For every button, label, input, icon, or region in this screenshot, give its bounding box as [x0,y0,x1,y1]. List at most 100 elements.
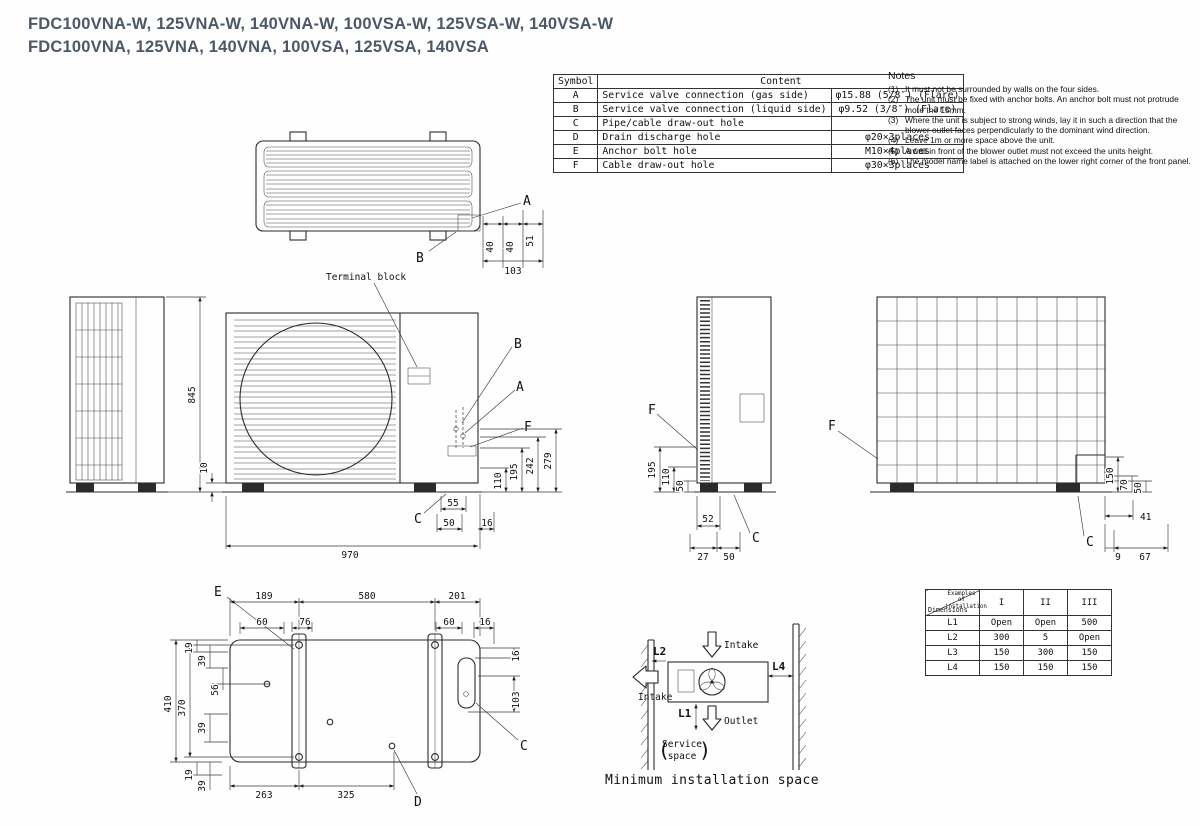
dim-value: 150 [1023,660,1068,676]
l4-label: L4 [772,660,786,673]
symbol-table: Symbol Content A Service valve connectio… [552,74,965,173]
drain-hole [388,742,396,750]
dim-label: 19 [184,769,195,781]
col-header: I [979,589,1024,616]
symbol-cell: D [552,130,599,145]
note-text: The model name label is attached on the … [905,155,1191,166]
service-space-paren-open: ( [658,738,670,762]
row-label: L3 [925,645,980,661]
model-title-line2: FDC100VNA, 125VNA, 140VNA, 100VSA, 125VS… [28,38,490,56]
dim-label: 60 [443,617,455,628]
dim-label: 150 [1105,467,1116,484]
dim-label: 70 [1119,479,1130,491]
anchor-bolt-hole [431,641,439,649]
back-view: F 150 70 50 41 9 67 C [827,296,1169,564]
drain-hole [326,718,334,726]
value-cell: M10×4places [830,144,965,159]
dim-label: 110 [661,468,672,485]
symbol-row-a: A Service valve connection (gas side) φ1… [552,88,965,103]
model-title: FDC100VNA-W, 125VNA-W, 140VNA-W, 100VSA-… [28,13,613,59]
symbol-row-e: E Anchor bolt hole M10×4places [552,144,965,159]
dim-table-row-l3: L3 150 300 150 [925,645,1112,661]
draw-out-slot [457,657,476,709]
bottom-view: E C D 189 580 201 60 76 60 16 [162,584,529,811]
symbol-cell: F [552,158,599,173]
dim-table-row-l2: L2 300 5 Open [925,630,1112,646]
note-text: It must not be surrounded by walls on th… [905,84,1100,94]
note-item: (4) Leave 1m or more space above the uni… [888,135,1197,145]
note-item: (1) It must not be surrounded by walls o… [888,84,1197,94]
col-header: II [1023,589,1068,616]
content-cell: Pipe/cable draw-out hole [597,116,832,131]
dim-label: 39 [197,780,208,792]
service-space-label: space [668,751,697,762]
note-number: (6) [888,155,899,166]
dim-label: 40 [505,241,516,253]
dim-label: 52 [702,514,713,525]
dim-label: 263 [255,790,272,801]
dim-label: 50 [675,480,686,492]
dim-label: 9 [1115,552,1121,563]
dim-table-corner-cell: Examples of installation Dimensions [925,589,987,616]
terminal-block-label: Terminal block [326,272,406,283]
anchor-bolt-hole [431,753,439,761]
note-number: (5) [888,145,899,156]
note-number: (1) [888,84,899,94]
dim-label: 60 [256,617,268,628]
dim-label: 55 [447,498,458,509]
dim-label: 39 [197,655,208,667]
callout-b: B [416,251,424,266]
dim-label: 580 [358,591,375,602]
symbol-row-b: B Service valve connection (liquid side)… [552,102,965,117]
note-text: Where the unit is subject to strong wind… [905,114,1178,135]
dim-table-row-l1: L1 Open Open 500 [925,615,1112,631]
dim-label: 970 [341,550,358,561]
anchor-bolt-hole [295,641,303,649]
dim-label: 370 [177,699,188,716]
dim-value: Open [1067,630,1112,646]
dim-table-header-row: Examples of installation Dimensions I II… [925,589,1112,616]
dim-value: 300 [1023,645,1068,661]
callout-a: A [516,380,524,395]
dim-label: 16 [481,518,493,529]
content-cell: Drain discharge hole [597,130,832,145]
intake-arrow-side [632,665,659,689]
installation-dim-table: Examples of installation Dimensions I II… [925,589,1112,676]
callout-e: E [214,585,222,600]
dim-value: 150 [979,660,1024,676]
right-side-view: F 195 110 50 52 27 50 C [646,296,776,564]
content-cell: Service valve connection (gas side) [597,88,832,103]
l2-label: L2 [653,645,666,658]
note-item: (6) The model name label is attached on … [888,156,1197,166]
callout-d: D [414,795,422,810]
corner-top-label: Examples of installation [945,591,987,610]
fan-grille-circle [239,322,393,476]
dim-label: 50 [1133,482,1144,494]
dim-label: 103 [511,691,522,708]
callout-f: F [648,403,656,418]
dim-label: 39 [197,722,208,734]
callout-a: A [523,194,531,209]
installation-space-diagram: Intake Intake Outlet L2 L4 L1 ( Service … [605,623,819,788]
callout-c: C [752,531,760,546]
dim-label: 76 [299,617,311,628]
dim-label: 10 [199,462,210,474]
callout-f: F [524,420,532,435]
content-cell: Anchor bolt hole [597,144,832,159]
callout-f: F [828,419,836,434]
install-space-caption: Minimum installation space [605,773,819,788]
dim-value: 150 [1067,660,1112,676]
front-view: Terminal block B A F C 10 110 195 242 27… [198,272,562,562]
value-cell: φ20×3places [830,130,965,145]
symbol-col-header: Symbol [552,74,599,89]
anchor-bolt-hole [295,753,303,761]
fan-symbol [698,668,726,696]
dim-label: 242 [525,457,536,474]
note-text: Leave 1m or more space above the unit. [905,135,1055,146]
note-text: The unit must be fixed with anchor bolts… [905,94,1179,115]
intake-side-label: Intake [638,692,673,703]
unit-outline [667,661,769,703]
dim-label: 410 [163,695,174,712]
dim-label: 51 [525,235,536,247]
